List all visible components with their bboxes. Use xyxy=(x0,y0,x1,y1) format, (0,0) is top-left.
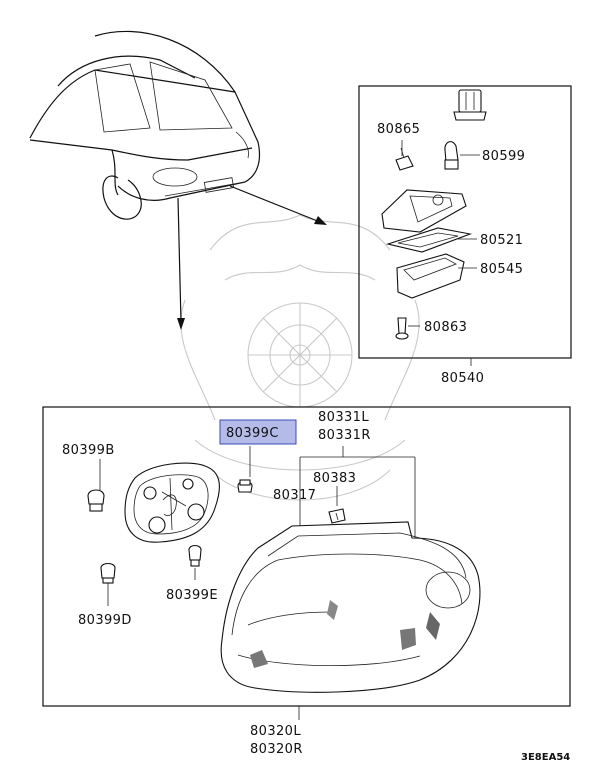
socket-80599-part xyxy=(453,89,487,121)
label-80521: 80521 xyxy=(480,233,523,248)
bulb-80399d-part xyxy=(100,562,116,584)
label-80540: 80540 xyxy=(441,371,484,386)
socket-plate-part xyxy=(124,462,220,543)
bulb-80599-part xyxy=(444,141,459,170)
label-80863: 80863 xyxy=(424,320,467,335)
highlight-80399c-box[interactable] xyxy=(219,419,297,445)
bulb-80399c-part xyxy=(237,479,253,493)
lens-80545-part xyxy=(396,253,465,299)
label-80545: 80545 xyxy=(480,262,523,277)
label-80399b: 80399B xyxy=(62,443,115,458)
label-80331l: 80331L xyxy=(318,410,369,425)
label-80383: 80383 xyxy=(313,471,356,486)
label-80331r: 80331R xyxy=(318,428,371,443)
label-80599: 80599 xyxy=(482,149,525,164)
diagram-code: 3E8EA54 xyxy=(521,752,570,763)
bulb-80399e-part xyxy=(188,544,202,567)
lens-cover-part xyxy=(381,189,467,233)
screw-80863-part xyxy=(395,317,409,340)
lower-leader-lines xyxy=(99,446,416,720)
label-80399c[interactable]: 80399C xyxy=(226,426,279,441)
upper-leader-lines xyxy=(401,140,480,366)
label-80317: 80317 xyxy=(273,488,316,503)
label-80865: 80865 xyxy=(377,122,420,137)
label-80320r: 80320R xyxy=(250,742,303,757)
label-80320l: 80320L xyxy=(250,724,301,739)
clip-80383-part xyxy=(328,508,346,524)
bulb-80399b-part xyxy=(87,489,105,512)
label-80399e: 80399E xyxy=(166,588,218,603)
leader-arrows xyxy=(177,185,327,330)
rear-lamp-lens-part xyxy=(220,521,481,693)
license-lamp-frame xyxy=(358,85,572,359)
gasket-80521-part xyxy=(385,227,473,253)
rear-lamp-frame xyxy=(42,406,571,707)
car-rear-illustration xyxy=(29,30,261,220)
label-80399d: 80399D xyxy=(78,613,132,628)
clip-80865-part xyxy=(395,147,414,171)
